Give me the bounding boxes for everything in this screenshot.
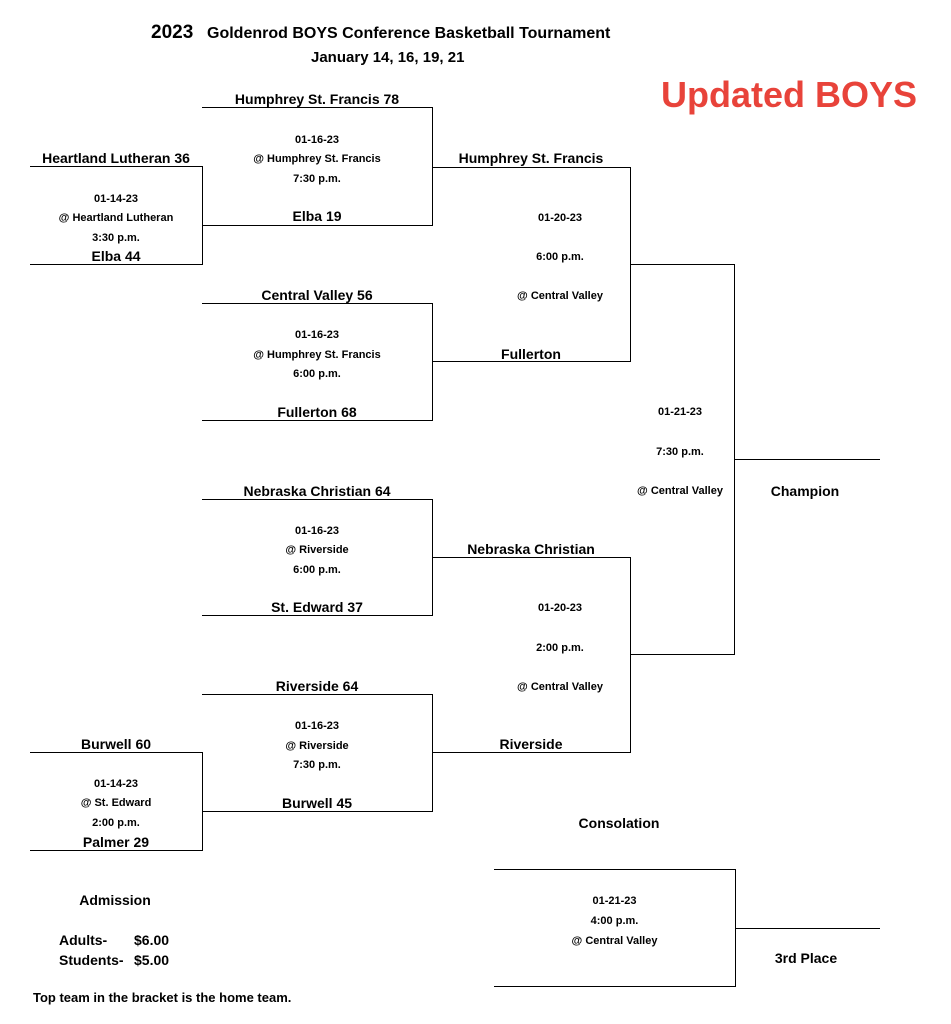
round2-game1-location: @ Humphrey St. Francis — [253, 153, 381, 165]
round2-game4-location: @ Riverside — [285, 740, 349, 752]
home-team-footnote: Top team in the bracket is the home team… — [33, 990, 292, 1005]
admission-heading: Admission — [79, 892, 151, 908]
round2-game3-top-team: Nebraska Christian 64 — [243, 483, 391, 499]
tournament-dates: January 14, 16, 19, 21 — [311, 49, 465, 66]
round2-game2-top-team: Central Valley 56 — [261, 287, 373, 303]
round2-game2-bottom-team: Fullerton 68 — [277, 404, 357, 420]
round2-game3-time: 6:00 p.m. — [293, 564, 341, 576]
round1-game1-time: 3:30 p.m. — [92, 232, 140, 244]
round2-game4-top-team: Riverside 64 — [275, 678, 359, 694]
semifinal2-date: 01-20-23 — [537, 602, 583, 614]
round2-game1-time: 7:30 p.m. — [293, 173, 341, 185]
round1-game2-top-team: Burwell 60 — [80, 736, 152, 752]
final-time: 7:30 p.m. — [656, 446, 704, 458]
third-place-label: 3rd Place — [774, 950, 838, 966]
bracket-line — [30, 264, 202, 265]
semifinal2-time: 2:00 p.m. — [536, 642, 584, 654]
students-price: $5.00 — [134, 952, 170, 968]
round1-game2-date: 01-14-23 — [93, 778, 139, 790]
bracket-line — [202, 107, 432, 108]
final-location: @ Central Valley — [637, 485, 723, 497]
bracket-line — [202, 752, 203, 851]
bracket-line — [202, 811, 432, 812]
round2-game1-bottom-team: Elba 19 — [292, 208, 342, 224]
semifinal1-date: 01-20-23 — [537, 212, 583, 224]
final-date: 01-21-23 — [657, 406, 703, 418]
round2-game2-time: 6:00 p.m. — [293, 368, 341, 380]
round2-game3-date: 01-16-23 — [294, 525, 340, 537]
bracket-line — [30, 850, 202, 851]
students-label: Students- — [59, 952, 124, 968]
bracket-line — [202, 303, 432, 304]
round1-game1-location: @ Heartland Lutheran — [58, 212, 174, 224]
semifinal1-time: 6:00 p.m. — [536, 251, 584, 263]
bracket-line — [432, 167, 630, 168]
round2-game3-bottom-team: St. Edward 37 — [271, 599, 363, 615]
round1-game2-bottom-team: Palmer 29 — [82, 834, 150, 850]
bracket-line — [202, 615, 432, 616]
champion-label: Champion — [770, 483, 840, 499]
round2-game4-time: 7:30 p.m. — [293, 759, 341, 771]
semifinal2-top-team: Nebraska Christian — [467, 541, 595, 557]
bracket-line — [432, 361, 630, 362]
bracket-line — [202, 225, 432, 226]
bracket-line — [202, 420, 432, 421]
adults-label: Adults- — [59, 932, 108, 948]
bracket-line — [734, 459, 880, 460]
consolation-location: @ Central Valley — [571, 935, 658, 947]
bracket-line — [432, 557, 630, 558]
bracket-line — [494, 869, 735, 870]
round2-game4-date: 01-16-23 — [294, 720, 340, 732]
round2-game3-location: @ Riverside — [285, 544, 349, 556]
consolation-heading: Consolation — [578, 815, 660, 831]
semifinal2-location: @ Central Valley — [517, 681, 603, 693]
round1-game1-bottom-team: Elba 44 — [91, 248, 141, 264]
bracket-line — [30, 166, 202, 167]
consolation-date: 01-21-23 — [592, 895, 637, 907]
updated-notice: Updated BOYS — [661, 74, 918, 115]
bracket-line — [30, 752, 202, 753]
consolation-time: 4:00 p.m. — [590, 915, 639, 927]
round1-game2-time: 2:00 p.m. — [92, 817, 140, 829]
adults-price: $6.00 — [134, 932, 170, 948]
title-year: 2023 — [151, 22, 194, 43]
round2-game2-location: @ Humphrey St. Francis — [253, 349, 381, 361]
semifinal2-bottom-team: Riverside — [499, 736, 563, 752]
page-title: Goldenrod BOYS Conference Basketball Tou… — [207, 25, 611, 42]
bracket-line — [432, 694, 433, 812]
semifinal1-top-team: Humphrey St. Francis — [458, 150, 604, 166]
bracket-line — [202, 499, 432, 500]
bracket-line — [630, 654, 734, 655]
round2-game1-top-team: Humphrey St. Francis 78 — [234, 91, 400, 107]
bracket-line — [630, 557, 631, 753]
bracket-line — [432, 752, 630, 753]
round2-game2-date: 01-16-23 — [294, 329, 340, 341]
semifinal1-location: @ Central Valley — [517, 290, 603, 302]
round1-game1-top-team: Heartland Lutheran 36 — [42, 150, 190, 166]
round1-game2-location: @ St. Edward — [80, 797, 152, 809]
bracket-line — [494, 986, 735, 987]
round2-game4-bottom-team: Burwell 45 — [281, 795, 353, 811]
bracket-line — [432, 303, 433, 421]
bracket-line — [735, 928, 880, 929]
bracket-line — [432, 107, 433, 226]
semifinal1-bottom-team: Fullerton — [501, 346, 561, 362]
round1-game1-date: 01-14-23 — [93, 193, 139, 205]
bracket-line — [202, 166, 203, 265]
bracket-line — [630, 264, 734, 265]
bracket-line — [202, 694, 432, 695]
round2-game1-date: 01-16-23 — [294, 134, 340, 146]
